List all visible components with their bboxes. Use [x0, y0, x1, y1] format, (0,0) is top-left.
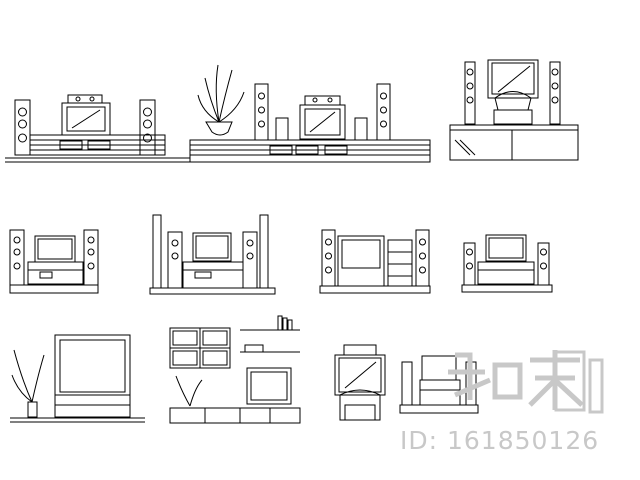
tv-set-10	[334, 344, 386, 421]
tv-set-8	[10, 334, 145, 423]
brand-logo-watermark	[448, 350, 604, 414]
tv-set-1	[5, 94, 190, 163]
tv-set-6	[319, 229, 431, 294]
tv-set-4	[9, 229, 99, 294]
tv-set-9	[169, 315, 301, 424]
tv-set-11	[399, 355, 479, 414]
tv-set-7	[461, 234, 553, 293]
watermark-id-text: ID: 161850126	[400, 426, 600, 455]
tv-set-5	[149, 214, 276, 295]
tv-set-2	[189, 64, 431, 163]
tv-set-3	[449, 59, 579, 161]
